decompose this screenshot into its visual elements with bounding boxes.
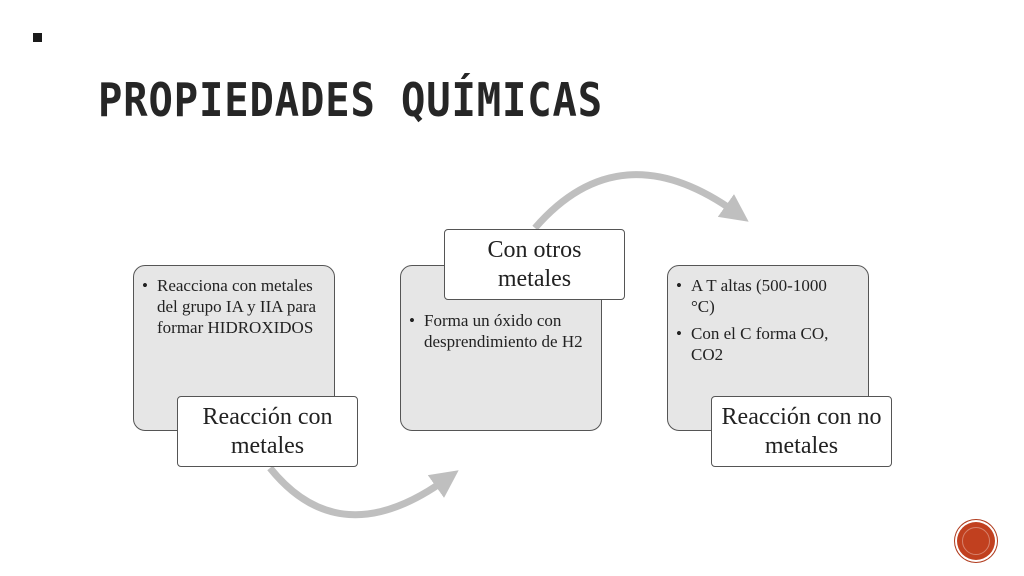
step-3-bullet-1: A T altas (500-1000 °C) <box>676 275 836 317</box>
step-3-bullets: A T altas (500-1000 °C) Con el C forma C… <box>676 275 836 371</box>
step-label-2: Con otros metales <box>444 229 625 300</box>
step-label-1: Reacción con metales <box>177 396 358 467</box>
step-card-1: Reacciona con metales del grupo IA y IIA… <box>133 265 335 431</box>
step-1-bullets: Reacciona con metales del grupo IA y IIA… <box>142 275 328 344</box>
step-1-bullet-1: Reacciona con metales del grupo IA y IIA… <box>142 275 328 338</box>
arrow-step1-to-step2 <box>267 465 459 519</box>
step-2-bullets: Forma un óxido con desprendimiento de H2 <box>409 310 597 358</box>
step-3-bullet-2: Con el C forma CO, CO2 <box>676 323 836 365</box>
page-title: PROPIEDADES QUÍMICAS <box>98 73 604 127</box>
square-bullet-icon <box>33 33 42 42</box>
arrow-step2-to-step3 <box>532 171 749 231</box>
step-2-bullet-1: Forma un óxido con desprendimiento de H2 <box>409 310 597 352</box>
slide-logo-icon <box>957 522 995 560</box>
step-label-3: Reacción con no metales <box>711 396 892 467</box>
